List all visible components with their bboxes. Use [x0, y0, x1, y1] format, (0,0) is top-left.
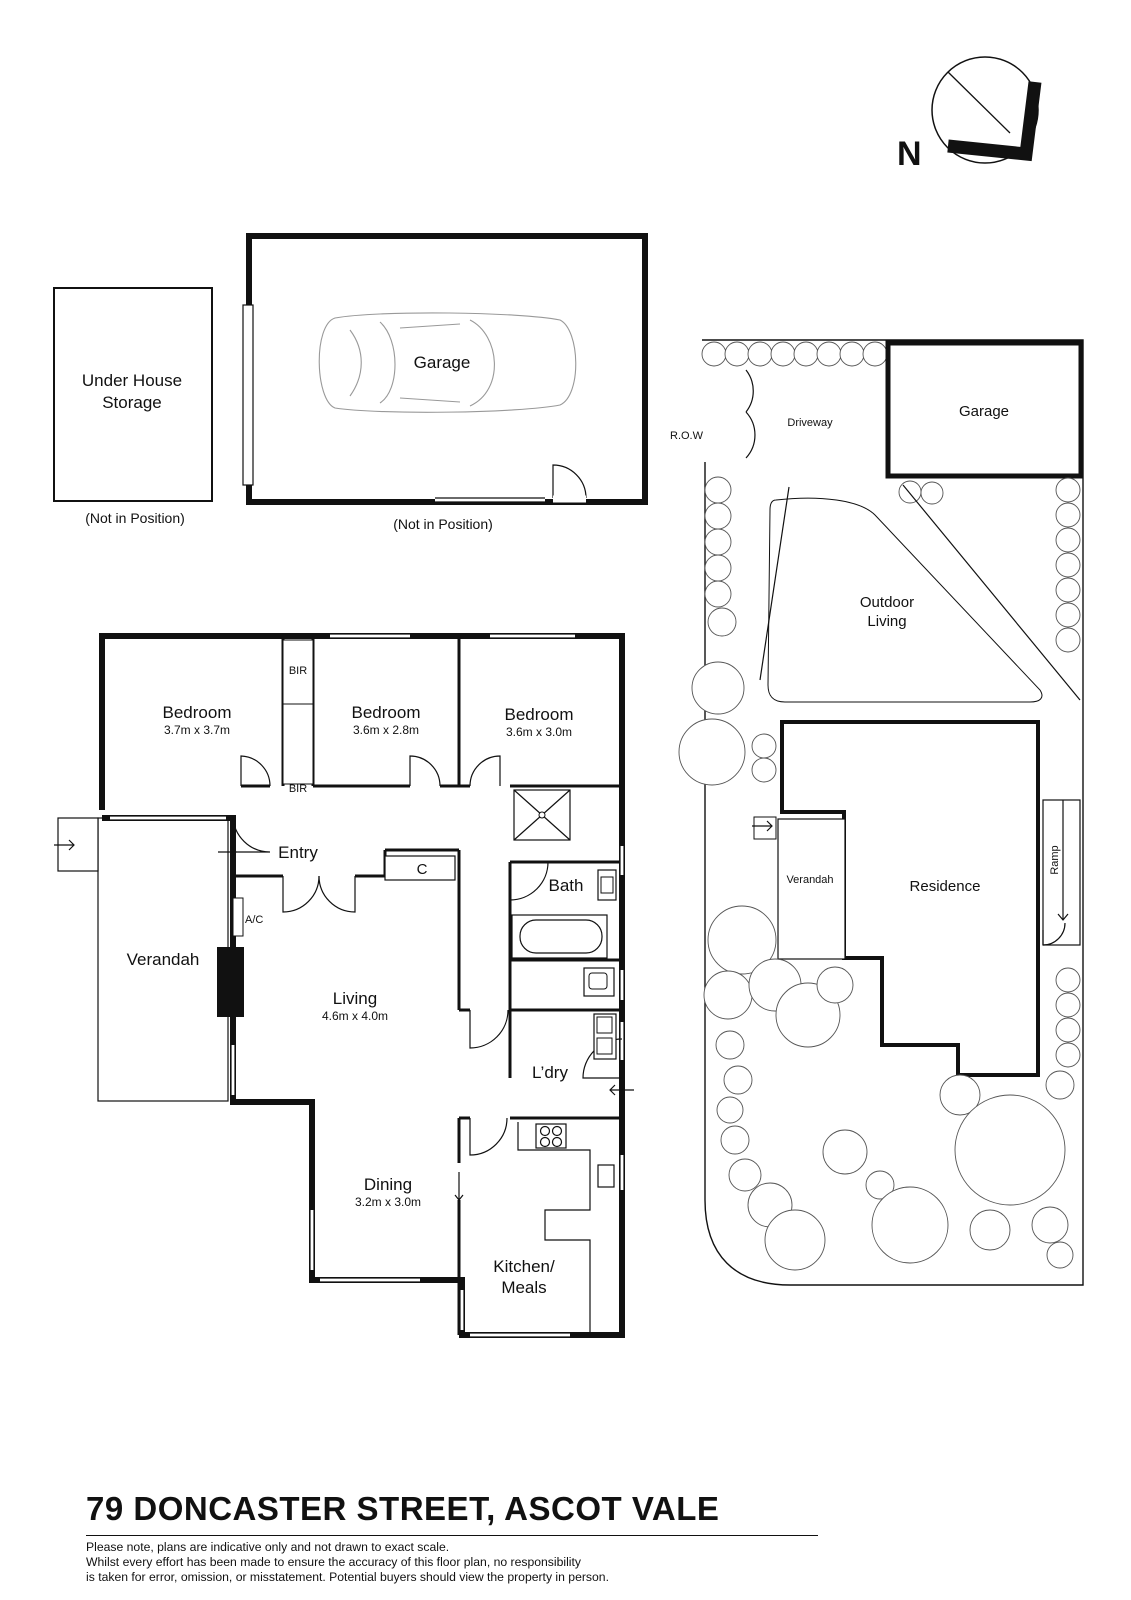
hedge-left	[678, 476, 777, 786]
row-gate-icon	[745, 369, 756, 459]
ramp-door-icon	[1042, 922, 1066, 946]
bir-top	[282, 639, 314, 705]
storage-note: (Not in Position)	[85, 510, 185, 526]
disclaimer: Please note, plans are indicative only a…	[86, 1540, 609, 1585]
residence-label: Residence	[910, 878, 981, 895]
site-boundary	[702, 339, 1084, 1286]
residence-entry-arrow-icon	[752, 820, 773, 832]
laundry-label: L’dry	[532, 1063, 568, 1082]
living-label: Living	[333, 989, 377, 1008]
cooktop-icon	[539, 1125, 563, 1148]
dining-dims: 3.2m x 3.0m	[355, 1195, 421, 1209]
garage-note: (Not in Position)	[393, 516, 493, 532]
compass-needle-icon	[947, 71, 1011, 134]
disclaimer-line-1: Please note, plans are indicative only a…	[86, 1540, 450, 1554]
disclaimer-line-2: Whilst every effort has been made to ens…	[86, 1555, 581, 1569]
kitchen-bench-icon	[517, 1122, 591, 1333]
bath-label: Bath	[549, 876, 584, 895]
detached-garage: Garage (Not in Position)	[242, 233, 648, 532]
bedroom-1-label: Bedroom	[163, 703, 232, 722]
laundry-door-arrow-icon	[609, 1084, 634, 1096]
kitchen-label-line2: Meals	[501, 1278, 546, 1297]
bedroom-3-label: Bedroom	[505, 705, 574, 724]
garden-trees	[703, 905, 1075, 1271]
dining-label: Dining	[364, 1175, 412, 1194]
entry-arrow-icon	[54, 839, 75, 851]
house-floor-plan: Bedroom 3.7m x 3.7m Bedroom 3.6m x 2.8m …	[54, 633, 634, 1338]
verandah-area	[97, 817, 229, 1102]
outdoor-living-label-line2: Living	[867, 613, 906, 630]
cupboard	[384, 855, 456, 881]
cupboard-label: C	[417, 861, 428, 878]
ac-label: A/C	[245, 914, 263, 926]
ramp	[1042, 799, 1081, 946]
shower-icon	[513, 789, 571, 841]
bath-tub-icon	[511, 914, 608, 959]
under-house-storage: Under House Storage (Not in Position)	[53, 287, 213, 526]
living-dims: 4.6m x 4.0m	[322, 1009, 388, 1023]
garage-label: Garage	[414, 353, 471, 372]
toilet-basin-icon	[583, 967, 615, 997]
site-verandah-label: Verandah	[786, 874, 833, 886]
site-garage	[885, 340, 1084, 479]
hedge-top	[701, 341, 888, 367]
entry-label: Entry	[278, 843, 318, 862]
car-icon	[318, 312, 577, 413]
compass-arrow-icon	[947, 81, 1042, 162]
door-swings	[232, 755, 623, 1156]
storage-outline	[53, 287, 213, 502]
bedroom-3-dims: 3.6m x 3.0m	[506, 725, 572, 739]
disclaimer-line-3: is taken for error, omission, or misstat…	[86, 1570, 609, 1584]
bedroom-2-label: Bedroom	[352, 703, 421, 722]
garage-door-icon	[242, 304, 254, 486]
bedroom-2-dims: 3.6m x 2.8m	[353, 723, 419, 737]
site-step	[753, 816, 777, 840]
outdoor-living-label-line1: Outdoor	[860, 594, 914, 611]
storage-label-line2: Storage	[102, 393, 162, 412]
garage-door-swing-icon	[552, 464, 587, 499]
bir-bottom-label: BIR	[289, 783, 307, 795]
entry-door-arrow-icon	[218, 846, 237, 858]
bir-top-label: BIR	[289, 665, 307, 677]
site-plan: R.O.W Driveway Garage Outdoor Living	[670, 339, 1084, 1286]
ac-unit	[232, 897, 244, 937]
north-label: N	[897, 135, 922, 173]
bir-bottom	[282, 703, 314, 785]
north-compass: N	[897, 56, 1042, 173]
residence-footprint	[780, 720, 1040, 1077]
property-address: 79 DONCASTER STREET, ASCOT VALE	[86, 1490, 720, 1527]
footer-divider	[86, 1535, 818, 1536]
verandah-label: Verandah	[127, 950, 200, 969]
kitchen-sink-icon	[597, 1164, 615, 1188]
laundry-tub-icon	[593, 1013, 617, 1060]
driveway-label: Driveway	[787, 417, 833, 429]
hedge-garage	[898, 480, 944, 505]
storage-label-line1: Under House	[82, 371, 182, 390]
row-label: R.O.W	[670, 430, 704, 442]
bedroom-1-dims: 3.7m x 3.7m	[164, 723, 230, 737]
hedge-right	[1055, 477, 1081, 1068]
sliding-door-arrow-icon	[454, 1172, 464, 1201]
windows	[110, 633, 625, 1338]
kitchen-label-line1: Kitchen/	[493, 1257, 555, 1276]
vanity-basin-icon	[597, 869, 617, 901]
site-garage-label: Garage	[959, 403, 1009, 420]
outdoor-living-area	[767, 497, 1043, 703]
fireplace-icon	[217, 947, 244, 1017]
ramp-label: Ramp	[1049, 845, 1061, 874]
site-verandah	[777, 818, 846, 960]
